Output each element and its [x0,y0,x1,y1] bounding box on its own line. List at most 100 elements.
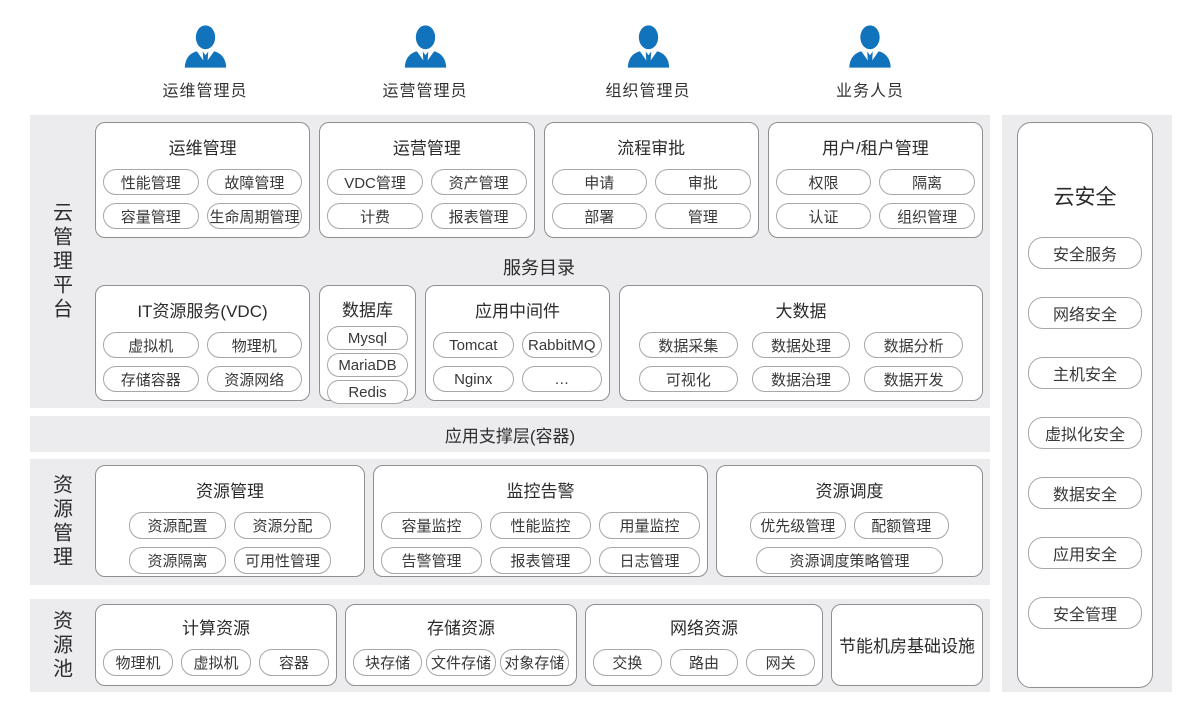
pill-grid: Tomcat RabbitMQ Nginx … [433,332,602,392]
feature-pill: 故障管理 [206,169,303,195]
layer-side-label-resource-mgmt: 资源管理 [49,474,72,570]
feature-pill: 数据治理 [751,366,851,392]
feature-pill: 隔离 [879,169,975,195]
pill-grid: 资源配置 资源分配 资源隔离 可用性管理 [103,512,357,574]
group-title: 资源管理 [196,482,264,501]
actor-label: 运营管理员 [382,83,468,100]
pill-grid: 虚拟机 物理机 存储容器 资源网络 [103,332,302,392]
pill-grid: 物理机 虚拟机 容器 [103,649,329,676]
pill-grid: 交换 路由 网关 [593,649,815,676]
feature-pill: 容量监控 [381,512,482,539]
feature-pill: 告警管理 [381,547,482,574]
feature-pill: 网关 [746,649,815,676]
feature-pill: 报表管理 [490,547,591,574]
person-icon [625,25,671,68]
pill-grid: 块存储 文件存储 对象存储 [353,649,569,676]
feature-pill: 用量监控 [599,512,700,539]
feature-pill: 数据采集 [639,332,738,358]
group-box-operation-management: 运营管理 VDC管理 资产管理 计费 报表管理 [319,122,535,238]
app-support-label: 应用支撑层(容器) [444,426,576,446]
group-box-big-data: 大数据 数据采集 数据处理 数据分析 可视化 数据治理 数据开发 [619,285,983,401]
person-icon [402,25,448,68]
group-box-compute-resources: 计算资源 物理机 虚拟机 容器 [95,604,337,686]
feature-pill: 数据开发 [864,366,963,392]
group-title: 存储资源 [427,619,495,638]
group-title: 运维管理 [168,139,237,158]
feature-pill: Mysql [327,326,408,350]
group-box-cloud-security: 云安全 安全服务 网络安全 主机安全 虚拟化安全 数据安全 应用安全 安全管理 [1017,122,1153,688]
feature-pill: 可视化 [639,366,738,392]
feature-pill: Redis [327,380,408,404]
group-box-green-datacenter-infrastructure: 节能机房基础设施 [831,604,983,686]
feature-pill: 组织管理 [879,203,975,229]
feature-pill: 性能监控 [490,512,591,539]
feature-pill: 日志管理 [599,547,700,574]
feature-pill: MariaDB [327,353,408,377]
group-title: 云安全 [1053,186,1117,209]
feature-pill: 资源分配 [234,512,331,539]
feature-pill: 报表管理 [430,203,527,229]
layer-side-label-resource-pool: 资源池 [49,609,72,682]
feature-pill: 存储容器 [103,366,199,392]
feature-pill: 块存储 [353,649,423,676]
actor-org-admin: 组织管理员 [605,25,690,101]
feature-pill: 权限 [775,169,872,195]
pill-grid: 数据采集 数据处理 数据分析 可视化 数据治理 数据开发 [627,332,975,392]
feature-pill: 数据安全 [1028,477,1142,509]
group-title: 网络资源 [670,619,738,638]
feature-pill: 安全管理 [1028,597,1142,629]
layer-resource-pool: 资源池 计算资源 物理机 虚拟机 容器 存储资源 块存储 文件存储 对象存储 [30,599,990,692]
feature-pill: 配额管理 [853,512,949,539]
group-title: 运营管理 [392,139,461,158]
group-box-monitoring-alerting: 监控告警 容量监控 性能监控 用量监控 告警管理 报表管理 日志管理 [373,465,708,577]
layer-cloud-management-platform: 云管理平台 运维管理 性能管理 故障管理 容量管理 生命周期管理 运营管理 VD… [30,115,990,408]
feature-pill-ellipsis: … [521,366,602,392]
cloud-mgmt-top-row: 运维管理 性能管理 故障管理 容量管理 生命周期管理 运营管理 VDC管理 资产… [95,122,983,238]
pill-grid: 性能管理 故障管理 容量管理 生命周期管理 [103,169,303,229]
feature-pill: 优先级管理 [750,512,846,539]
feature-pill: 交换 [593,649,662,676]
group-title: IT资源服务(VDC) [137,302,268,321]
actor-label: 业务人员 [835,83,905,100]
group-box-storage-resources: 存储资源 块存储 文件存储 对象存储 [345,604,577,686]
pill-grid: 权限 隔离 认证 组织管理 [775,169,975,229]
feature-pill: 虚拟机 [181,649,251,676]
feature-pill: 数据分析 [864,332,963,358]
pill-grid: 优先级管理 配额管理 资源调度策略管理 [724,512,975,574]
group-title: 资源调度 [815,482,884,501]
group-box-middleware: 应用中间件 Tomcat RabbitMQ Nginx … [425,285,610,401]
actor-ops-admin: 运维管理员 [162,25,247,101]
actor-business-user: 业务人员 [836,25,904,101]
feature-pill: 文件存储 [426,649,496,676]
person-icon [182,25,228,68]
pill-grid: VDC管理 资产管理 计费 报表管理 [327,169,527,229]
actor-operation-admin: 运营管理员 [382,25,467,101]
actor-label: 组织管理员 [605,83,691,100]
group-title: 监控告警 [506,482,575,501]
feature-pill: Nginx [433,366,514,392]
resource-mgmt-row: 资源管理 资源配置 资源分配 资源隔离 可用性管理 监控告警 容量监控 性能监控… [95,465,983,577]
layer-cloud-security: 云安全 安全服务 网络安全 主机安全 虚拟化安全 数据安全 应用安全 安全管理 [1002,115,1172,692]
feature-pill: 对象存储 [499,649,569,676]
group-box-ops-management: 运维管理 性能管理 故障管理 容量管理 生命周期管理 [95,122,311,238]
feature-pill: 物理机 [206,332,302,358]
feature-pill: 资源网络 [206,366,302,392]
group-title: 数据库 [342,301,393,320]
person-icon [847,25,893,68]
group-title: 用户/租户管理 [822,139,929,158]
feature-pill: 物理机 [103,649,173,676]
group-box-it-resource-service-vdc: IT资源服务(VDC) 虚拟机 物理机 存储容器 资源网络 [95,285,310,401]
layer-app-support-container: 应用支撑层(容器) [30,416,990,452]
pill-grid: Mysql MariaDB Redis [327,326,408,404]
group-title: 大数据 [775,302,827,321]
feature-pill: 可用性管理 [234,547,331,574]
feature-pill: RabbitMQ [521,332,602,358]
service-catalog-title: 服务目录 [503,258,575,278]
feature-pill: 路由 [669,649,739,676]
feature-pill: 安全服务 [1028,237,1142,269]
actor-label: 运维管理员 [162,83,248,100]
group-box-resource-management: 资源管理 资源配置 资源分配 资源隔离 可用性管理 [95,465,365,577]
feature-pill: 主机安全 [1028,357,1142,389]
group-title: 计算资源 [182,619,250,638]
